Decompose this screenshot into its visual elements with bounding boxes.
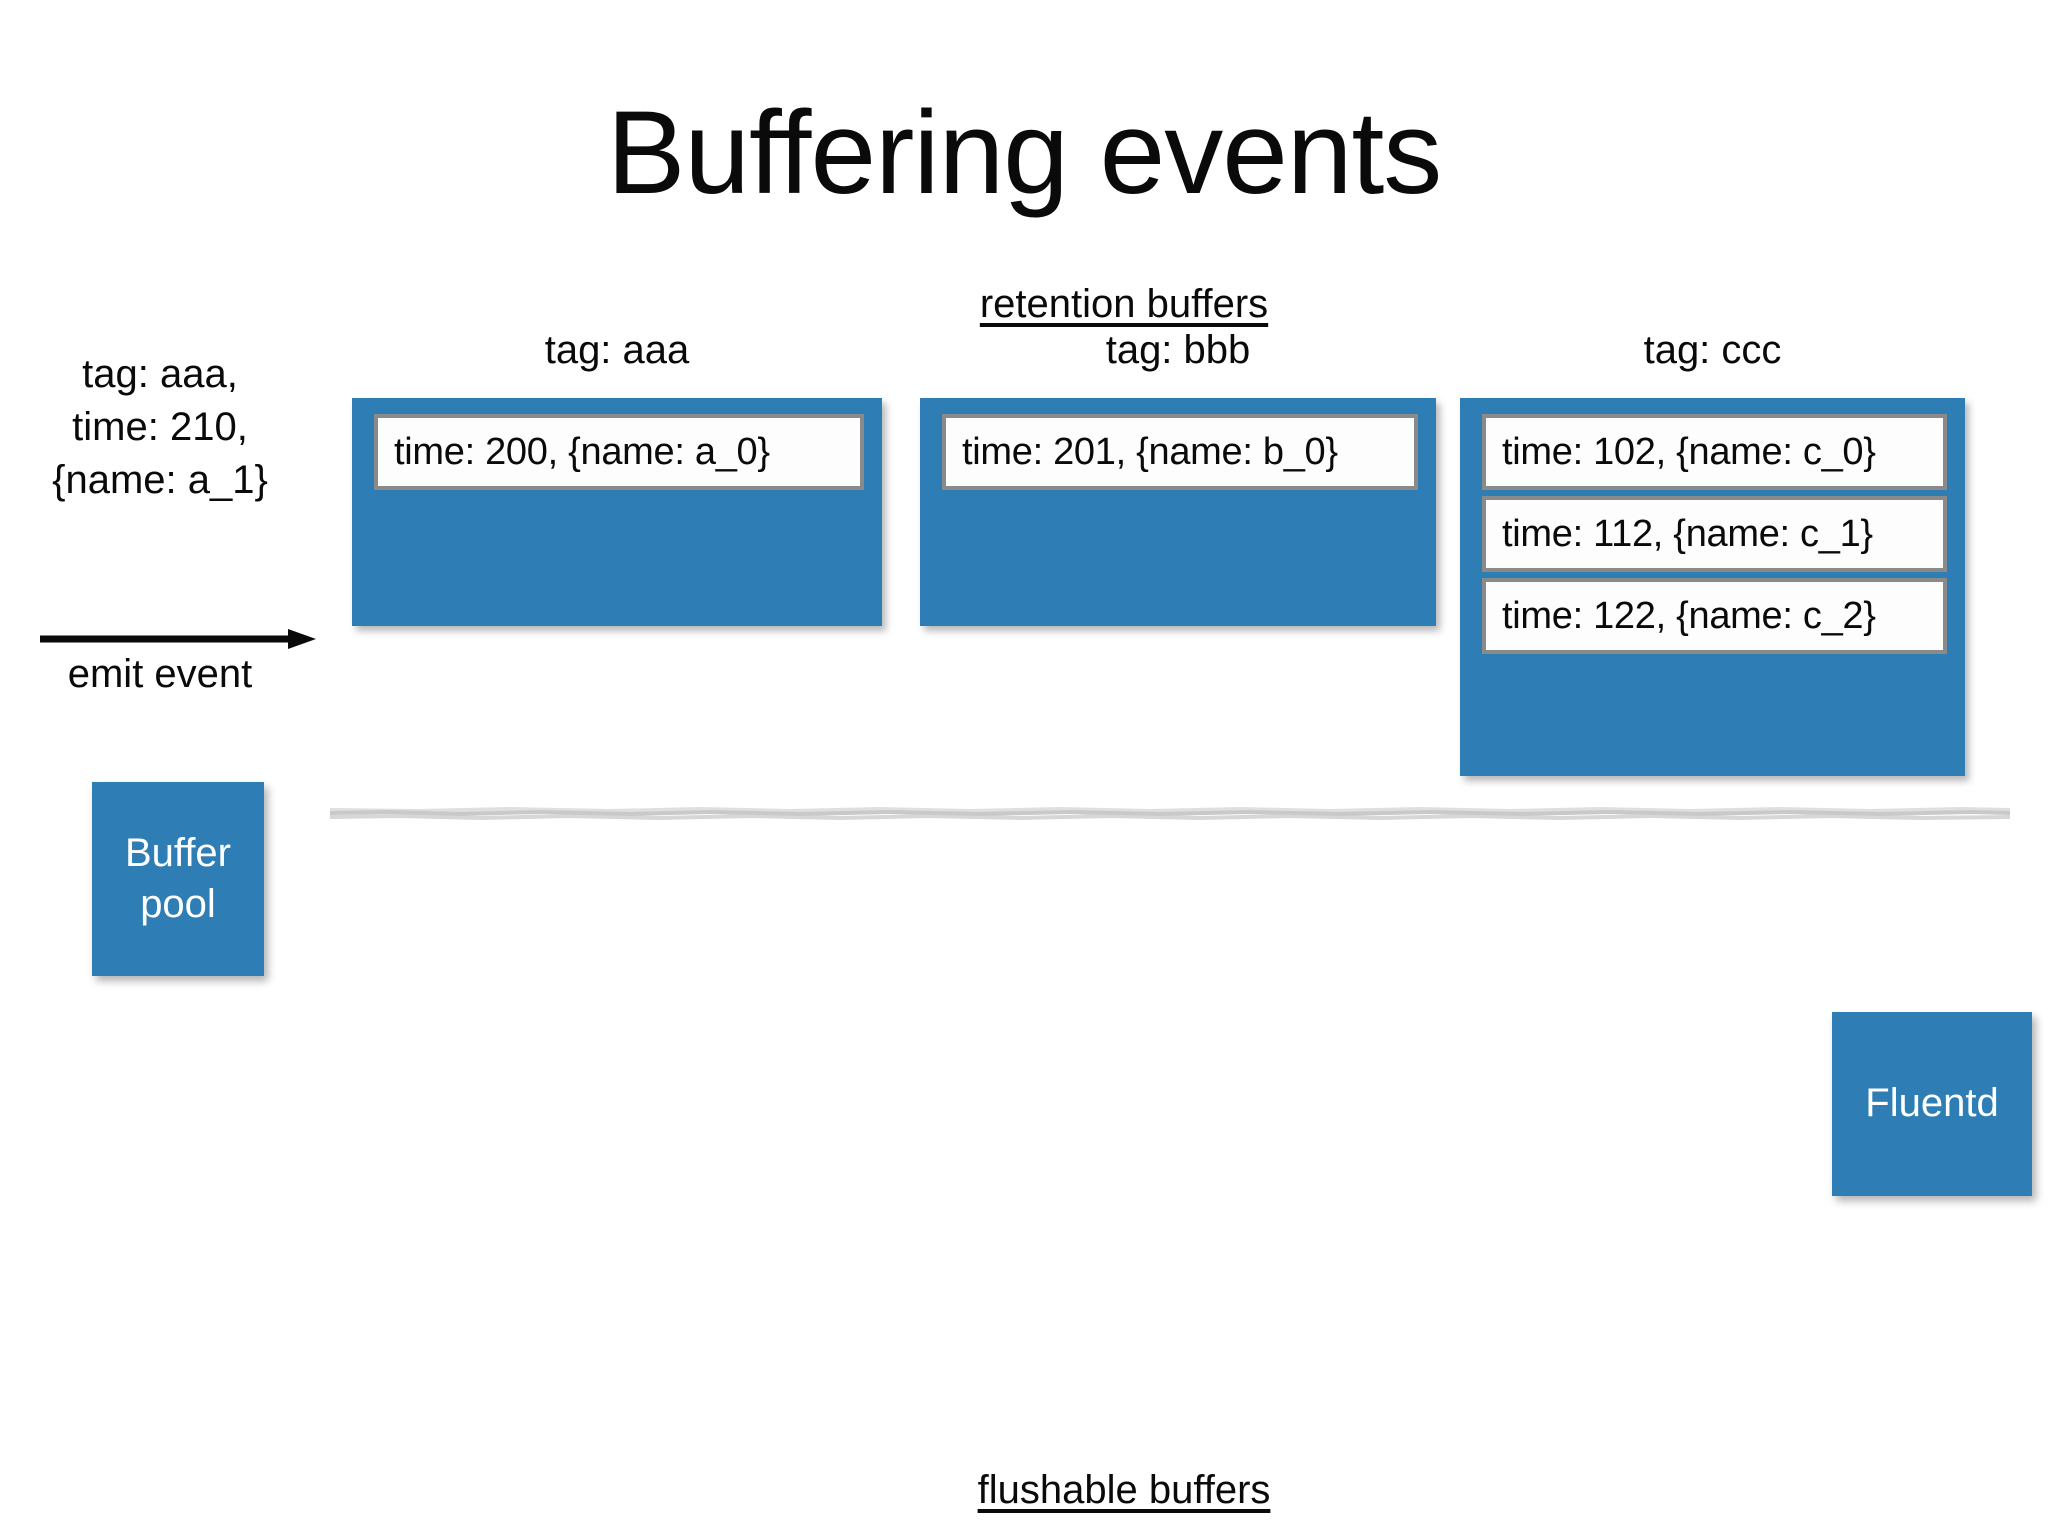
emit-source-line-record: {name: a_1} — [52, 458, 268, 503]
buffer-label-aaa: tag: aaa — [544, 328, 690, 372]
buffer-box-ccc[interactable]: time: 102, {name: c_0} time: 112, {name:… — [1460, 398, 1965, 776]
flushable-buffers-caption: flushable buffers — [977, 1468, 1271, 1512]
page-title: Buffering events — [606, 87, 1443, 219]
buffer-box-aaa[interactable]: time: 200, {name: a_0} — [352, 398, 882, 626]
event-card: time: 112, {name: c_1} — [1482, 496, 1947, 572]
event-card: time: 122, {name: c_2} — [1482, 578, 1947, 654]
buffer-pool-label-line1: Buffer — [125, 830, 231, 875]
buffer-label-bbb: tag: bbb — [1105, 328, 1251, 372]
event-card: time: 201, {name: b_0} — [942, 414, 1418, 490]
buffer-pool-label-line2: pool — [140, 882, 216, 926]
buffer-pool-box[interactable]: Buffer pool — [92, 782, 264, 976]
buffer-box-bbb[interactable]: time: 201, {name: b_0} — [920, 398, 1436, 626]
buffer-label-ccc: tag: ccc — [1643, 328, 1782, 372]
fluentd-box[interactable]: Fluentd — [1832, 1012, 2032, 1196]
emit-event-label: emit event — [67, 652, 253, 696]
event-card: time: 102, {name: c_0} — [1482, 414, 1947, 490]
retention-buffers-caption: retention buffers — [979, 282, 1269, 326]
emit-source-line-time: time: 210, — [72, 405, 248, 450]
emit-source-line-tag: tag: aaa, — [82, 352, 238, 396]
fluentd-label: Fluentd — [1865, 1081, 1999, 1126]
emit-source-event: tag: aaa, time: 210, {name: a_1} — [10, 348, 310, 508]
horizontal-sketch-divider-icon — [330, 806, 2010, 821]
event-card: time: 200, {name: a_0} — [374, 414, 864, 490]
buffer-pool-label: Buffer pool — [125, 828, 231, 930]
right-arrow-icon — [40, 629, 316, 649]
